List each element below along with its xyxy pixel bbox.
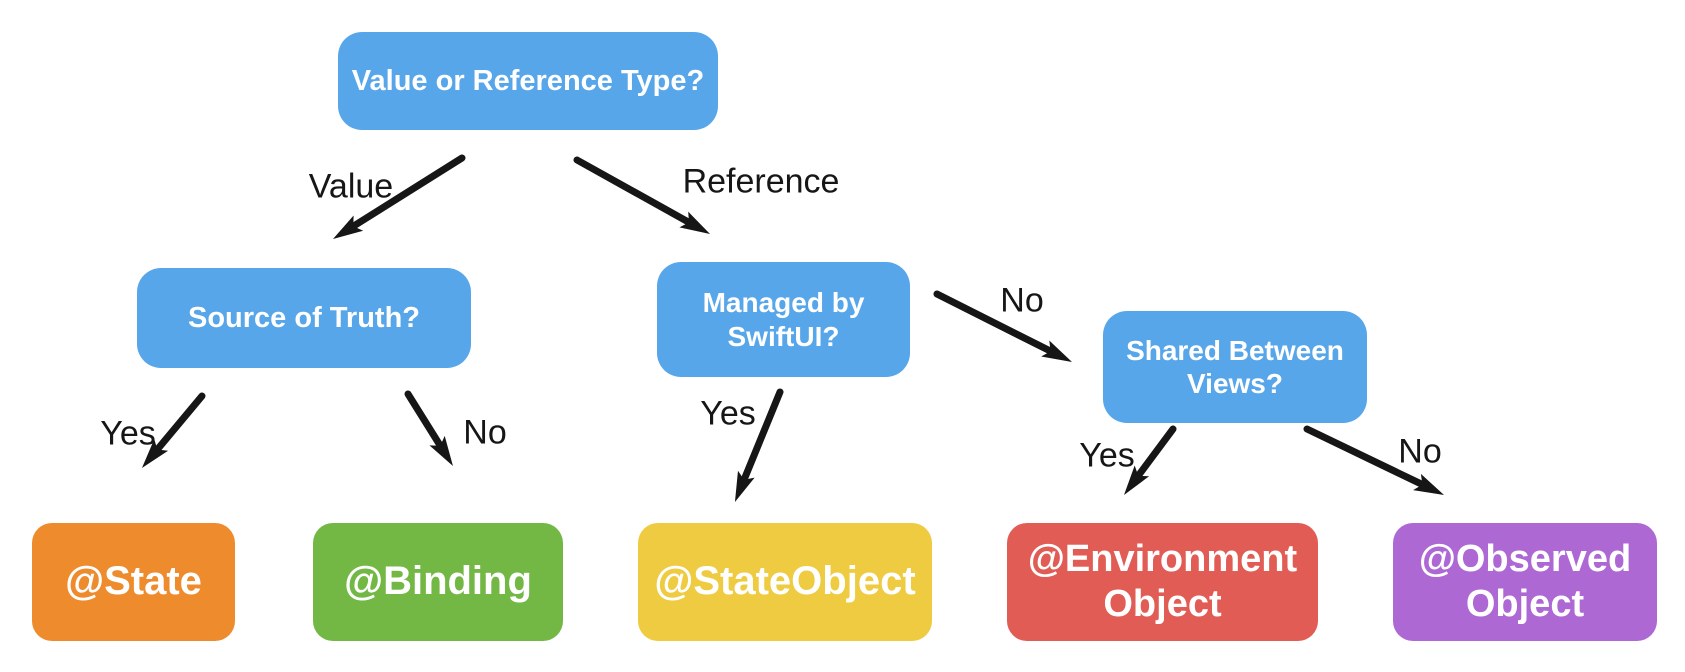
node-environment-object: @Environment Object: [1007, 523, 1318, 641]
value-arrow: [332, 154, 466, 240]
shared-yes-arrow: [1123, 425, 1177, 495]
edge-label-managed-no: No: [1000, 281, 1044, 320]
node-value-or-reference-type: Value or Reference Type?: [338, 32, 718, 130]
edge-label-value: Value: [308, 167, 394, 206]
node-managed-by-swiftui: Managed by SwiftUI?: [657, 262, 910, 377]
edge-label-source-no: No: [463, 413, 507, 452]
node-state: @State: [32, 523, 235, 641]
edge-label-source-yes: Yes: [100, 414, 156, 453]
reference-arrow: [573, 156, 711, 235]
node-observed-object: @Observed Object: [1393, 523, 1657, 641]
node-source-of-truth: Source of Truth?: [137, 268, 471, 368]
shared-no-arrow: [1303, 425, 1445, 495]
edge-label-reference: Reference: [682, 162, 840, 201]
node-shared-between-views: Shared Between Views?: [1103, 311, 1367, 423]
source-yes-arrow: [141, 392, 206, 468]
managed-yes-arrow: [734, 388, 784, 502]
edge-label-managed-yes: Yes: [700, 394, 756, 433]
edge-label-shared-yes: Yes: [1079, 436, 1135, 475]
managed-no-arrow: [933, 290, 1073, 362]
source-no-arrow: [404, 390, 453, 467]
node-binding: @Binding: [313, 523, 563, 641]
node-state-object: @StateObject: [638, 523, 932, 641]
edge-label-shared-no: No: [1398, 432, 1442, 471]
